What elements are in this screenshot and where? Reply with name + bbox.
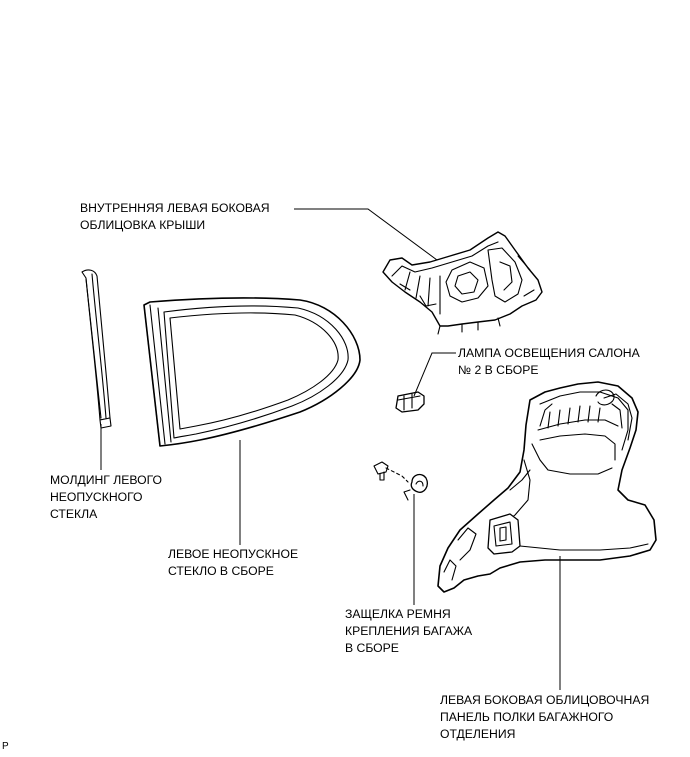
label-glass-moulding: МОЛДИНГ ЛЕВОГО НЕОПУСКНОГО СТЕКЛА (50, 473, 163, 521)
label-deck-trim-panel: ЛЕВАЯ БОКОВАЯ ОБЛИЦОВОЧНАЯ ПАНЕЛЬ ПОЛКИ … (440, 693, 650, 741)
glass-moulding-part (81, 269, 112, 429)
roof-garnish-part (382, 231, 543, 335)
figure-code: P (2, 741, 9, 752)
leader-room-lamp (413, 352, 456, 397)
label-quarter-glass: ЛЕВОЕ НЕОПУСКНОЕ СТЕКЛО В СБОРЕ (168, 547, 299, 578)
leader-roof-garnish (294, 208, 438, 261)
room-lamp-part (395, 391, 425, 413)
label-room-lamp: ЛАМПА ОСВЕЩЕНИЯ САЛОНА № 2 В СБОРЕ (458, 346, 640, 377)
clip-part (373, 461, 409, 483)
label-roof-side-inner-garnish: ВНУТРЕННЯЯ ЛЕВАЯ БОКОВАЯ ОБЛИЦОВКА КРЫШИ (80, 201, 270, 232)
label-luggage-hook: ЗАЩЕЛКА РЕМНЯ КРЕПЛЕНИЯ БАГАЖА В СБОРЕ (345, 607, 473, 655)
leader-lines (100, 208, 561, 690)
deck-trim-panel-part (437, 381, 657, 593)
quarter-glass-part (143, 297, 361, 447)
luggage-hook-part (403, 473, 428, 501)
